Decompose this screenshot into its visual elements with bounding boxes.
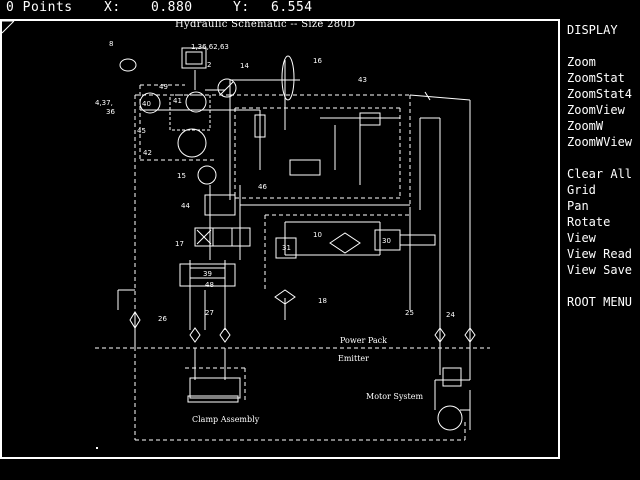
component-label-49: 49 — [159, 83, 168, 91]
menu-item-grid[interactable]: Grid — [567, 183, 596, 197]
component-label-10: 10 — [313, 231, 322, 239]
y-label: Y: — [233, 0, 250, 15]
component-label-42: 42 — [143, 149, 152, 157]
menu-item-pan[interactable]: Pan — [567, 199, 589, 213]
menu-item-zoom[interactable]: Zoom — [567, 55, 596, 69]
component-label-36: 36 — [106, 108, 115, 116]
section-label-motor-system: Motor System — [366, 392, 424, 401]
menu-item-view[interactable]: View — [567, 231, 596, 245]
menu-item-zoomstat4[interactable]: ZoomStat4 — [567, 87, 633, 101]
corner-marker-icon — [2, 21, 15, 34]
x-coordinate: 0.880 — [151, 0, 193, 15]
component-label-40: 40 — [142, 100, 151, 108]
x-label: X: — [104, 0, 121, 15]
component-label-17: 17 — [175, 240, 184, 248]
component-label-45: 45 — [137, 127, 146, 135]
component-label-8: 8 — [109, 40, 114, 48]
menu-item-rotate[interactable]: Rotate — [567, 215, 611, 229]
menu-item-zoomwview[interactable]: ZoomWView — [567, 135, 633, 149]
section-label-power-pack: Power Pack — [340, 336, 387, 345]
component-label-46: 46 — [258, 183, 267, 191]
points-count: 0 Points — [6, 0, 73, 15]
status-bar: 0 Points X: 0.880 Y: 6.554 — [0, 0, 560, 16]
component-label-15: 15 — [177, 172, 186, 180]
drawing-canvas[interactable] — [0, 19, 560, 459]
component-label-26: 26 — [158, 315, 167, 323]
component-label-30: 30 — [382, 237, 391, 245]
drawing-title: Hydraulic Schematic -- Size 280D — [175, 19, 356, 30]
component-label-27: 27 — [205, 309, 214, 317]
component-label-18: 18 — [318, 297, 327, 305]
menu-title-display: DISPLAY — [567, 23, 618, 37]
component-label-25: 25 — [405, 309, 414, 317]
component-label-48: 48 — [205, 281, 214, 289]
section-label-clamp-assembly: Clamp Assembly — [192, 415, 260, 424]
component-label-43: 43 — [358, 76, 367, 84]
component-label-14: 14 — [240, 62, 249, 70]
component-label-2: 2 — [207, 61, 212, 69]
component-label-31: 31 — [282, 244, 291, 252]
component-label-4: 4,37, — [95, 99, 113, 107]
menu-item-clear-all[interactable]: Clear All — [567, 167, 633, 181]
menu-item-zoomw[interactable]: ZoomW — [567, 119, 604, 133]
hydraulic-schematic — [95, 47, 490, 441]
menu-item-root-menu[interactable]: ROOT MENU — [567, 295, 633, 309]
component-label-39: 39 — [203, 270, 212, 278]
menu-item-zoomstat[interactable]: ZoomStat — [567, 71, 625, 85]
component-label-24: 24 — [446, 311, 455, 319]
section-label-emitter: Emitter — [338, 354, 369, 363]
menu-item-view-save[interactable]: View Save — [567, 263, 633, 277]
menu-item-zoomview[interactable]: ZoomView — [567, 103, 625, 117]
component-label-41: 41 — [173, 97, 182, 105]
menu-item-view-read[interactable]: View Read — [567, 247, 633, 261]
cursor-dot — [96, 447, 98, 449]
component-label-44: 44 — [181, 202, 190, 210]
component-label-1: 1,36,62,63 — [191, 43, 229, 51]
component-label-16: 16 — [313, 57, 322, 65]
y-coordinate: 6.554 — [271, 0, 313, 15]
